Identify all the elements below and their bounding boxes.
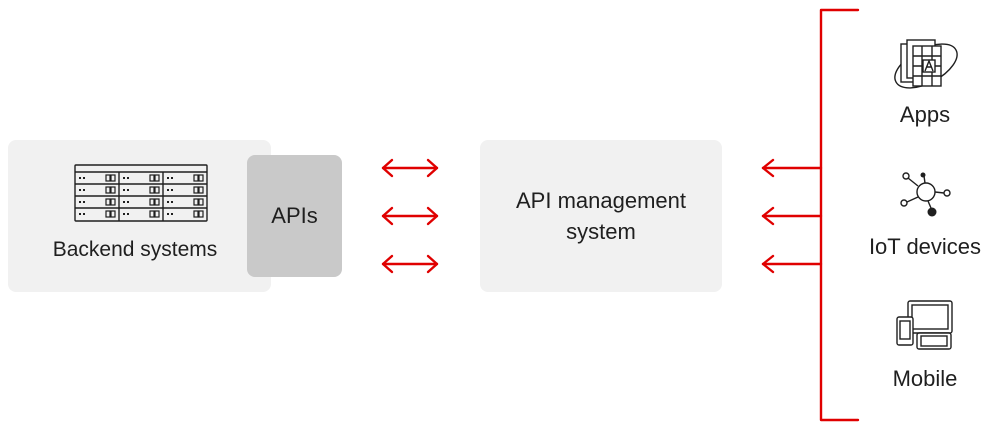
client-arrow-2 [761,206,823,226]
bidirectional-arrow-1 [381,158,439,178]
apis-panel: APIs [247,155,342,277]
client-label-mobile: Mobile [892,366,958,391]
client-label-iot: IoT devices [868,234,982,259]
client-bracket [819,8,860,422]
bidirectional-arrow-2 [381,206,439,226]
client-arrow-1 [761,158,823,178]
bidirectional-arrow-3 [381,254,439,274]
backend-systems-label: Backend systems [52,238,218,261]
api-management-label: API management system [516,188,686,244]
server-rack-icon [74,164,208,222]
client-arrow-3 [761,254,823,274]
iot-network-icon [900,172,951,217]
api-management-panel: API management system [480,140,722,292]
apis-label: APIs [271,203,318,228]
client-label-apps: Apps [899,102,951,127]
mobile-tablet-icon [896,300,953,350]
apps-globe-icon [894,39,958,89]
